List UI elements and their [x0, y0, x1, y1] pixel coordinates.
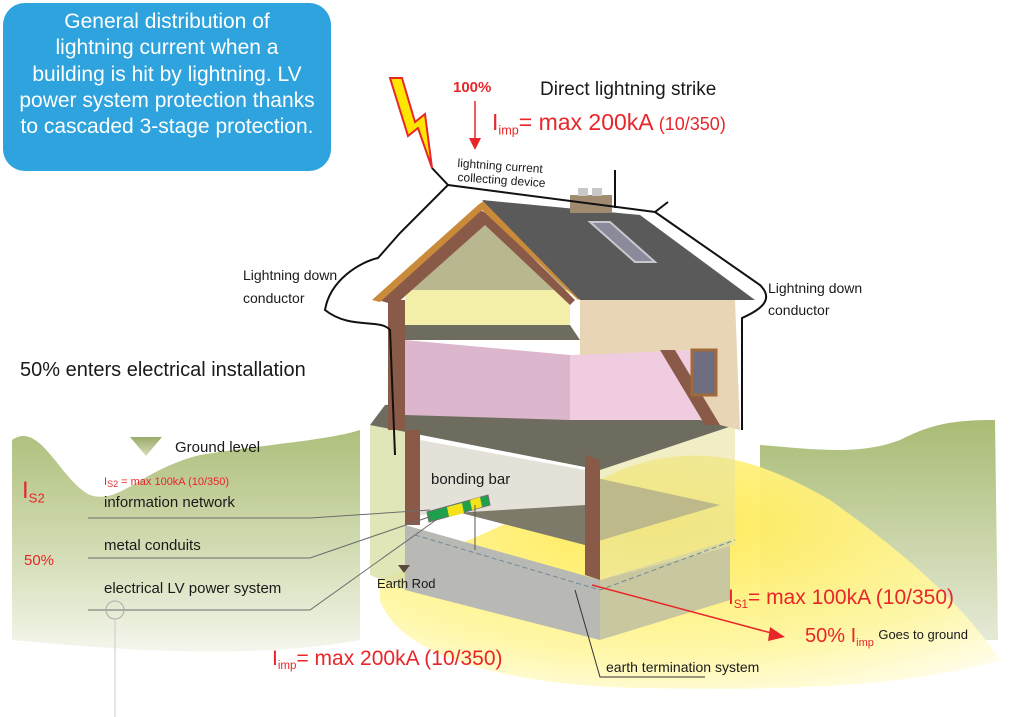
attic-yellow [405, 290, 570, 325]
down-conductor-left-line2: conductor [243, 290, 305, 306]
imp-bottom-sub: imp [277, 660, 297, 673]
right-down-conductor [654, 201, 768, 430]
ground-level-marker-icon [130, 437, 162, 456]
info-box: General distribution of lightning curren… [3, 3, 331, 171]
leader-information-network [88, 509, 431, 519]
to-ground-label: 50% Iimp Goes to ground [805, 625, 968, 649]
strike-percent: 100% [453, 79, 492, 96]
imp-bottom-value: = max 200kA (10/350) [296, 647, 503, 670]
is2-i: I [22, 477, 29, 504]
lightning-bolt-icon [388, 77, 433, 169]
bonding-room-wall [420, 440, 585, 515]
ground-floor-mid-wall [585, 455, 600, 580]
down-conductor-left-line1: Lightning down [243, 267, 338, 283]
info-line: to cascaded 3-stage protection. [20, 115, 314, 138]
info-line: lightning current when a [55, 36, 279, 60]
ground-terrain [12, 430, 360, 652]
imp-sub: imp [498, 123, 519, 138]
pink-room [405, 340, 570, 420]
skylight [587, 221, 658, 263]
chimney-pot [592, 188, 602, 196]
ground-floor-brick-wall [405, 430, 420, 525]
to-ground-sub: imp [856, 636, 874, 649]
strike-imp-label: Iimp= max 200kA (10/350) [492, 109, 726, 138]
earth-termination-dashed [414, 534, 736, 591]
leader-metal-conduits [88, 515, 433, 559]
is2-small-sub: S2 [107, 479, 119, 489]
imp-bottom-label: Iimp= max 200kA (10/350) [272, 647, 503, 673]
service-metal-conduits: metal conduits [104, 537, 201, 554]
left-down-conductor [323, 167, 450, 456]
leader-earth-termination [574, 589, 705, 678]
bonding-bar-stripe [470, 497, 482, 510]
info-line: General distribution of [64, 10, 270, 33]
earth-termination-label: earth termination system [606, 659, 760, 675]
info-line: power system protection thanks [19, 88, 315, 112]
strike-title: Direct lightning strike [540, 79, 717, 100]
enters-installation-label: 50% enters electrical installation [20, 359, 306, 381]
is1-value: = max 100kA (10/350) [747, 586, 955, 609]
bonding-bar-label: bonding bar [431, 471, 511, 488]
stair-brick [660, 350, 720, 425]
imp-value: = max 200kA [518, 109, 653, 135]
earth-rod-label: Earth Rod [377, 576, 436, 591]
roof [482, 200, 755, 300]
down-conductor-right-line1: Lightning down [768, 280, 863, 296]
ground-level-label: Ground level [175, 439, 261, 456]
is1-label: IS1= max 100kA (10/350) [728, 586, 954, 612]
is1-sub: S1 [733, 599, 748, 612]
imp-symbol: I [492, 109, 499, 135]
strike-arrowhead [469, 138, 481, 150]
is1-arrowhead [768, 627, 785, 641]
bonding-bar-stripe [447, 503, 464, 517]
window [690, 348, 718, 397]
is1-i: I [728, 586, 734, 609]
basement-right-glass [600, 425, 735, 580]
gable-brick [378, 210, 575, 305]
info-line: building is hit by lightning. LV [32, 62, 302, 86]
is2-small-i: I [104, 476, 108, 488]
earth-rod-icon [398, 565, 410, 573]
is1-arrow [591, 584, 776, 635]
ridge-conductor [447, 184, 656, 213]
imp-wave: (10/350) [658, 114, 726, 134]
to-ground-text: Goes to ground [878, 627, 968, 642]
is2-small-label: IS2 = max 100kA (10/350) [104, 476, 229, 490]
is2-symbol: IS2 [22, 477, 45, 506]
service-information-network: information network [104, 494, 235, 511]
is2-small-value: = max 100kA (10/350) [121, 476, 230, 488]
attic-gable [405, 220, 570, 290]
service-electrical-lv: electrical LV power system [104, 580, 282, 597]
attic-floor [405, 325, 580, 340]
is2-percent: 50% [24, 552, 55, 569]
basement-side [600, 540, 730, 640]
down-conductor-right-line2: conductor [768, 302, 830, 318]
to-ground-percent: 50% I [805, 625, 857, 647]
is2-sub: S2 [28, 490, 45, 506]
leader-electrical-lv [88, 519, 437, 611]
basement-front [405, 525, 600, 640]
imp-bottom-i: I [272, 647, 278, 670]
chimney-pot [578, 188, 588, 196]
